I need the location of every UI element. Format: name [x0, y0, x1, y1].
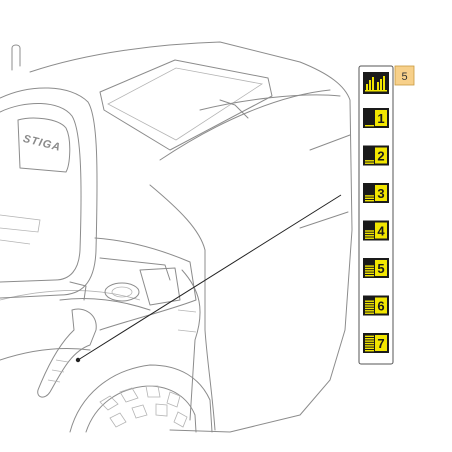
level-indicator-bar: [365, 310, 374, 312]
level-number-text: 4: [377, 224, 385, 239]
label-header-tile: [363, 72, 389, 94]
level-number-text: 6: [377, 299, 384, 314]
height-level-3: 3: [363, 183, 389, 203]
cutting-height-label: 1 2 3 4 5 6 7: [358, 65, 394, 365]
level-indicator-bar: [365, 312, 374, 314]
level-indicator-bar: [365, 305, 374, 307]
level-indicator-bar: [365, 230, 374, 232]
level-indicator-bar: [365, 265, 374, 267]
level-indicator-bar: [365, 340, 374, 342]
level-number-text: 5: [377, 261, 384, 276]
level-indicator-bar: [365, 272, 374, 274]
level-indicator-bar: [365, 335, 374, 337]
height-lever: [37, 308, 97, 398]
level-indicator-bar: [365, 350, 374, 352]
level-number-box: [375, 335, 387, 351]
level-indicator-bar: [365, 347, 374, 349]
level-indicator-bar: [365, 270, 374, 272]
leader-line: [75, 194, 342, 363]
level-number-box: [375, 147, 387, 164]
level-indicator-bar: [365, 342, 374, 345]
label-strip-frame: [358, 65, 394, 365]
grass-height-icon: [365, 76, 387, 92]
level-indicator-bar: [365, 307, 374, 310]
level-number-box: [375, 185, 387, 201]
level-indicator-bar: [365, 235, 374, 237]
level-indicator-bar: [365, 125, 374, 127]
level-indicator-bar: [365, 195, 374, 197]
level-number-box: [375, 110, 387, 126]
seat-back: STIGA: [0, 87, 98, 299]
height-level-6: 6: [363, 295, 389, 316]
level-number-box: [375, 260, 387, 276]
level-indicator-bar: [365, 200, 374, 202]
height-level-5: 5: [363, 258, 389, 278]
level-number-box: [375, 297, 387, 314]
level-number-text: 1: [377, 111, 384, 126]
callout-badge: 5: [394, 65, 415, 86]
control-panel: [59, 237, 201, 421]
level-number-text: 7: [377, 336, 384, 351]
height-level-4: 4: [363, 220, 389, 241]
callout-number: 5: [401, 71, 407, 83]
height-level-7: 7: [363, 333, 389, 353]
level-indicator-bar: [365, 267, 374, 270]
level-indicator-bar: [365, 345, 374, 347]
level-number-text: 3: [377, 186, 384, 201]
level-indicator-bar: [365, 302, 374, 305]
level-indicator-bar: [365, 338, 374, 340]
height-level-2: 2: [363, 145, 389, 166]
level-indicator-bar: [365, 300, 374, 302]
brand-logo: STIGA: [22, 133, 62, 154]
level-number-text: 2: [377, 149, 384, 164]
mower-body-outline: [0, 41, 353, 433]
level-indicator-bar: [365, 237, 374, 239]
level-indicator-bar: [365, 162, 374, 164]
level-number-box: [375, 222, 387, 239]
rear-wheel: [69, 364, 213, 433]
level-indicator-bar: [365, 275, 374, 277]
level-indicator-bar: [365, 232, 374, 235]
level-indicator-bar: [365, 160, 374, 162]
height-level-1: 1: [363, 108, 389, 128]
level-indicator-bar: [365, 197, 374, 199]
